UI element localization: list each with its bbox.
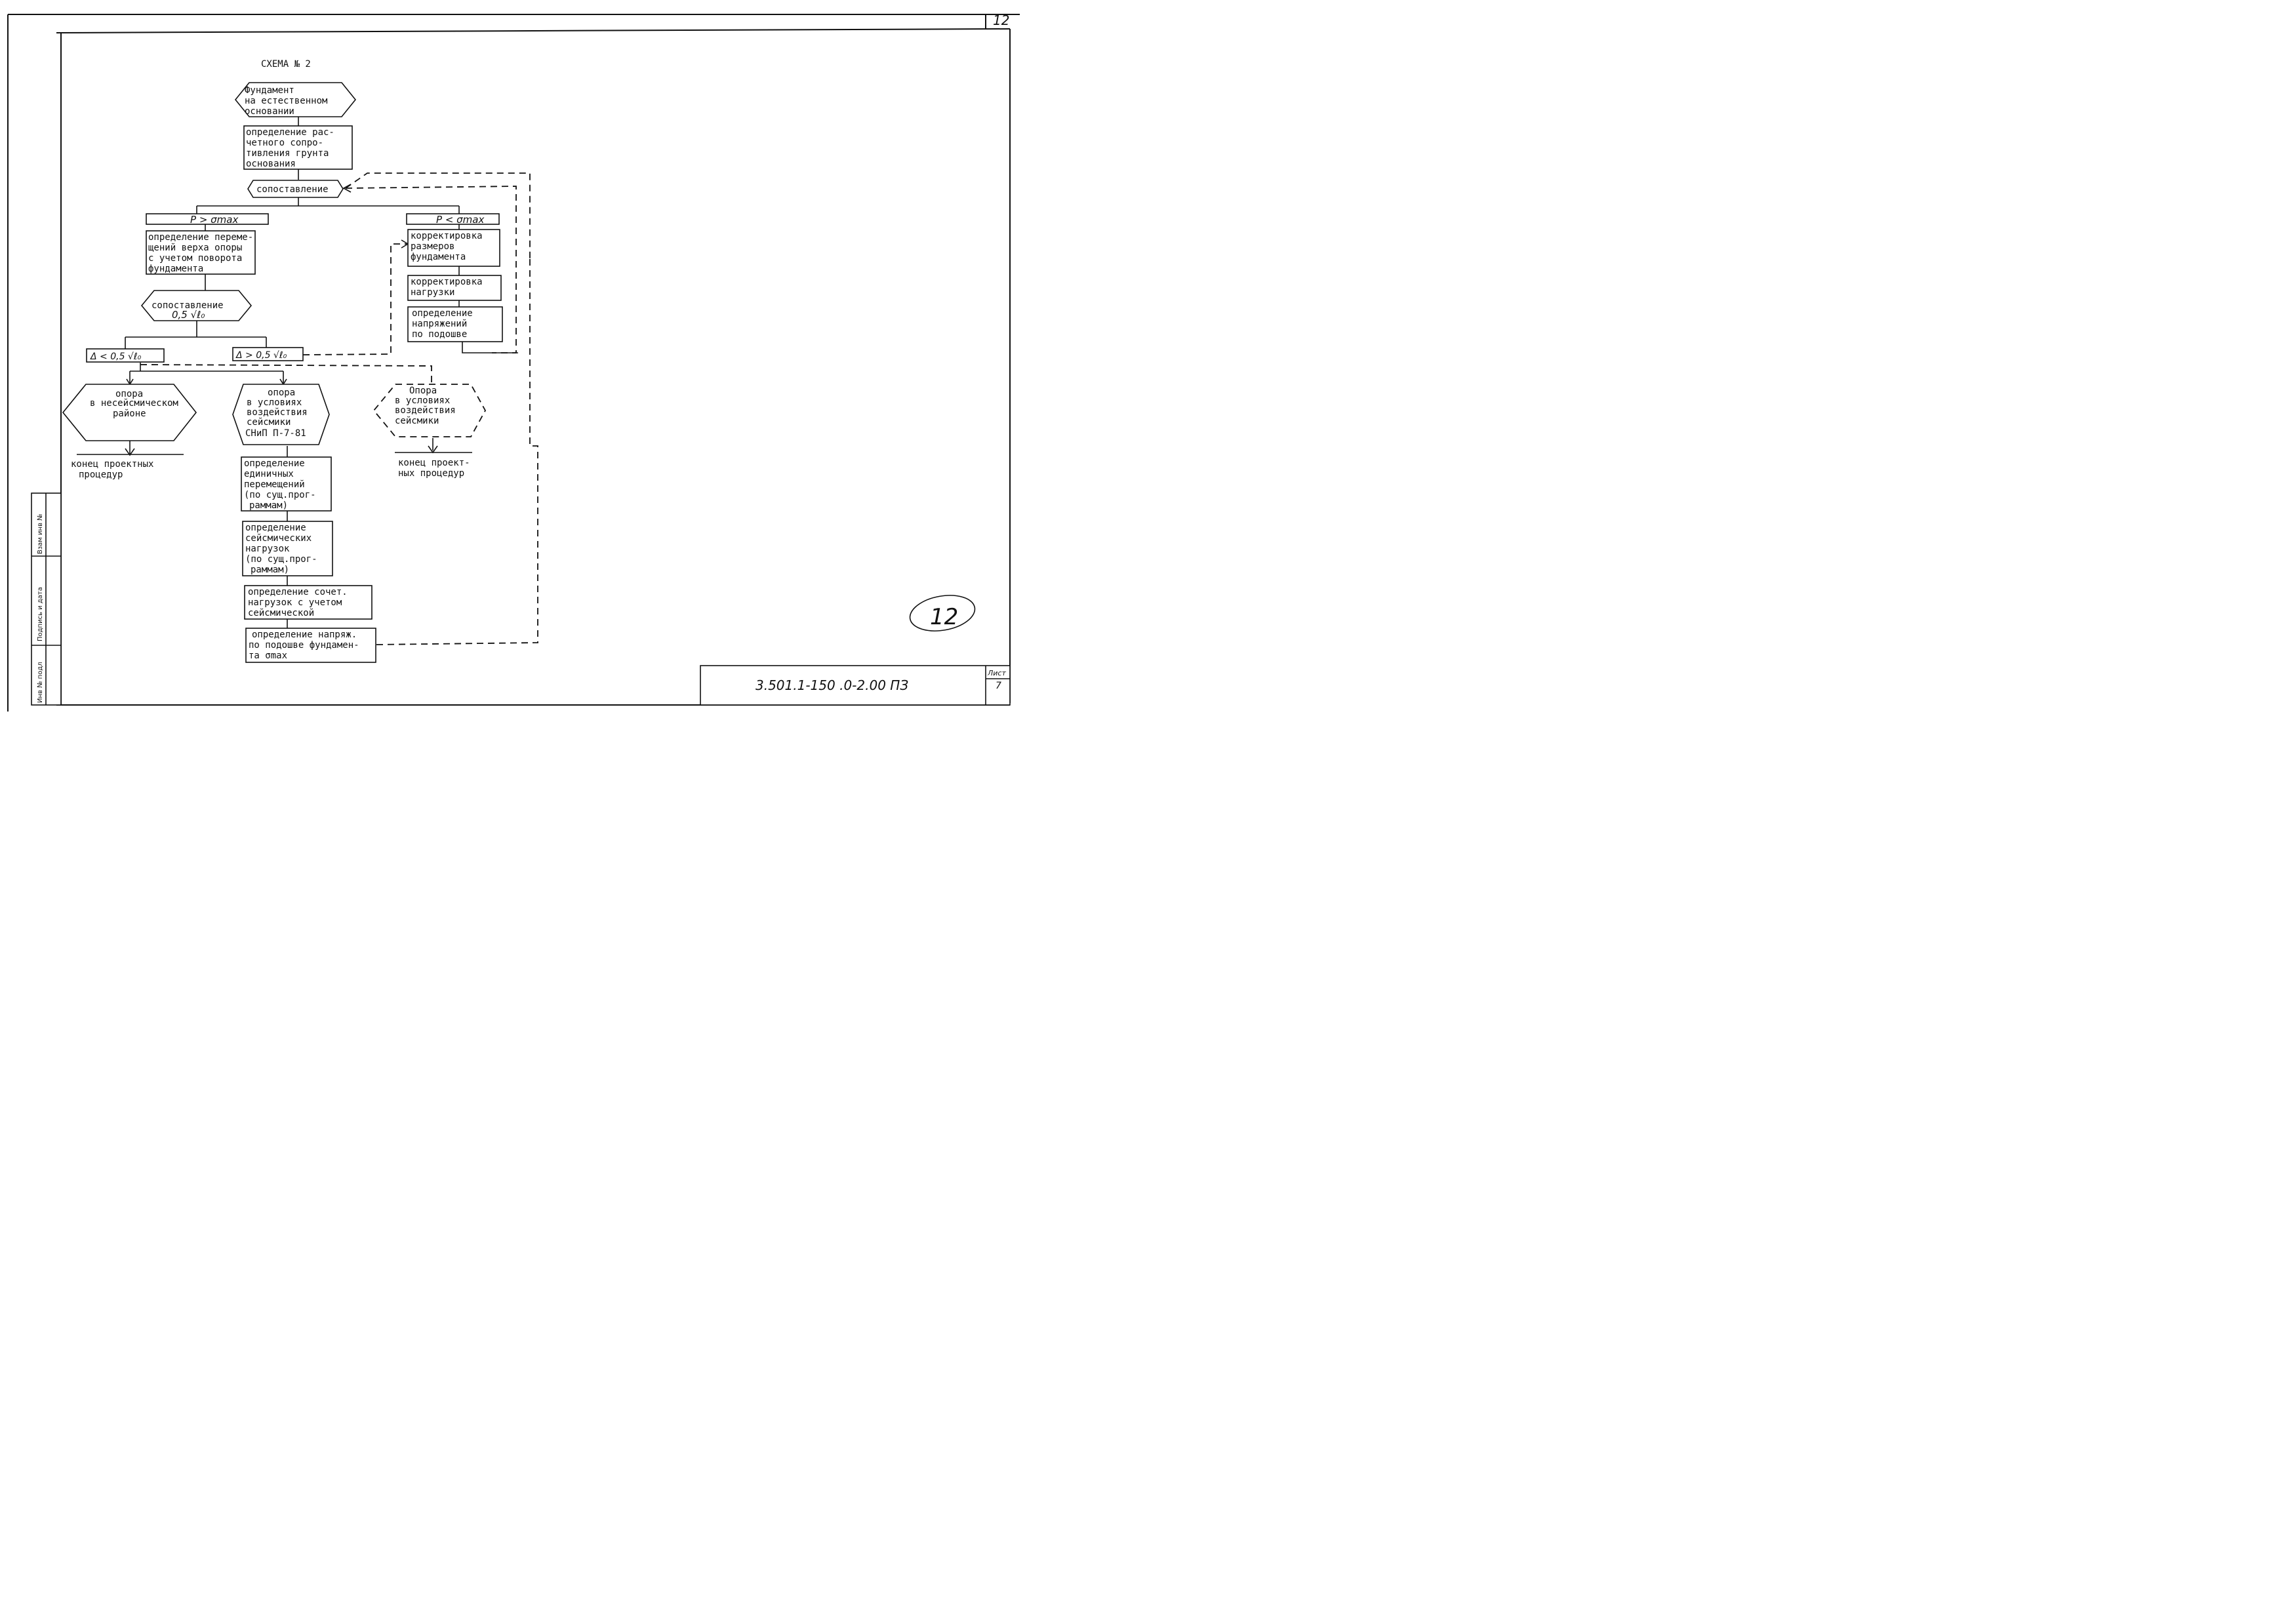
node-seismic-loads-line-5: раммам) <box>251 565 289 575</box>
node-start-line-3: основании <box>245 106 294 117</box>
page-stamp: 12 <box>909 595 976 632</box>
node-load-combo-line-1: определение сочет. <box>248 587 348 597</box>
node-support-nonseismic-line-3: районе <box>113 409 146 419</box>
node-delta-lt-text: Δ < 0,5 √ℓ₀ <box>90 351 142 362</box>
node-seismic-loads-line-1: определение <box>245 523 306 533</box>
node-compare-1: сопоставление <box>247 180 344 198</box>
node-unit-disp-line-3: перемещений <box>244 479 305 490</box>
node-support-seismic-line-3: воздействия <box>395 405 456 416</box>
node-end-1: конец проектных процедур <box>71 459 153 480</box>
node-unit-disp: определение единичных перемещений (по су… <box>241 456 332 512</box>
drawing-sheet: 12 Инв № подл Подпись и дата Взам инв № … <box>7 12 1020 712</box>
node-support-seismic-line-4: сейсмики <box>395 416 439 426</box>
node-cond-gt: P > σmax <box>146 213 269 226</box>
node-support-snip-line-3: воздействия <box>247 407 308 418</box>
node-displacement-line-2: щений верха опоры <box>148 243 242 253</box>
node-displacement: определение переме- щений верха опоры с … <box>146 230 256 275</box>
node-support-seismic: Опора в условиях воздействия сейсмики <box>373 384 487 437</box>
node-end-1-line-2: процедур <box>79 470 123 480</box>
node-cond-lt-text: P < σmax <box>436 214 484 226</box>
node-seismic-loads-line-4: (по сущ.прог- <box>245 554 317 565</box>
dashed-connectors <box>140 172 538 645</box>
node-end-2-line-2: ных процедур <box>398 468 464 479</box>
node-support-seismic-line-1: Опора <box>409 386 437 396</box>
node-support-snip-line-4: сейсмики <box>247 417 291 428</box>
node-support-nonseismic-line-1: опора <box>115 389 143 399</box>
node-stress-final-line-1: определение напряж. <box>252 630 357 640</box>
solid-connectors <box>77 116 518 628</box>
node-seismic-loads-line-3: нагрузок <box>245 544 290 554</box>
node-stress-final-line-2: по подошве фундамен- <box>249 640 359 651</box>
node-load-combo-line-3: сейсмической <box>248 608 314 618</box>
node-delta-lt: Δ < 0,5 √ℓ₀ <box>86 348 165 363</box>
node-correct-load-line-2: нагрузки <box>411 287 454 298</box>
sheet-number: 12 <box>993 12 1009 28</box>
title-block: 3.501.1-150 .0-2.00 ПЗ Лист 7 <box>700 665 1011 706</box>
node-support-snip-line-1: опора <box>268 388 295 398</box>
node-stress-base-line-3: по подошве <box>412 329 467 340</box>
node-correct-load-line-1: корректировка <box>411 277 483 287</box>
sheet-value: 7 <box>996 681 1001 691</box>
node-displacement-line-3: с учетом поворота <box>148 253 242 264</box>
node-displacement-line-4: фундамента <box>148 264 203 274</box>
sheet-frame <box>7 14 1020 712</box>
node-unit-disp-line-4: (по сущ.прог- <box>244 490 316 500</box>
node-compare-2-line-2: 0,5 √ℓ₀ <box>172 309 205 321</box>
node-compare-1-text: сопоставление <box>256 184 329 195</box>
doc-code: 3.501.1-150 .0-2.00 ПЗ <box>755 677 908 693</box>
scheme-title: СХЕМА № 2 <box>261 59 311 70</box>
node-load-combo-line-2: нагрузок с учетом <box>248 597 342 608</box>
node-correct-size: корректировка размеров фундамента <box>407 229 500 267</box>
node-delta-gt-text: Δ > 0,5 √ℓ₀ <box>235 350 287 361</box>
node-resistance-line-4: основания <box>246 159 296 169</box>
node-support-snip-line-2: в условиях <box>247 397 302 408</box>
node-resistance-line-2: четного сопро- <box>246 138 323 148</box>
node-resistance-line-3: тивления грунта <box>246 148 329 159</box>
node-start-line-1: Фундамент <box>245 85 294 96</box>
node-end-2-line-1: конец проект- <box>398 458 470 468</box>
node-stress-base-line-2: напряжений <box>412 319 467 329</box>
side-stamp: Инв № подл Подпись и дата Взам инв № <box>31 492 62 706</box>
node-displacement-line-1: определение переме- <box>148 232 253 243</box>
node-start-line-2: на естественном <box>245 96 328 106</box>
side-stamp-vzam-inv: Взам инв № <box>37 513 44 554</box>
node-stress-final-line-3: та σmax <box>249 651 287 661</box>
node-start: Фундамент на естественном основании <box>234 82 357 117</box>
page-stamp-text: 12 <box>930 604 958 630</box>
node-end-2: конец проект- ных процедур <box>398 458 470 479</box>
node-support-snip-line-5: СНиП П-7-81 <box>245 428 306 439</box>
node-resistance: определение рас- четного сопро- тивления… <box>243 125 353 170</box>
node-correct-size-line-1: корректировка <box>411 231 483 241</box>
node-seismic-loads: определение сейсмических нагрузок (по су… <box>242 521 333 576</box>
node-load-combo: определение сочет. нагрузок с учетом сей… <box>244 585 373 620</box>
node-compare-2: сопоставление 0,5 √ℓ₀ <box>140 290 252 321</box>
node-correct-size-line-2: размеров <box>411 241 454 252</box>
node-unit-disp-line-5: раммам) <box>249 500 288 511</box>
node-support-snip: опора в условиях воздействия сейсмики СН… <box>232 384 330 445</box>
node-end-1-line-1: конец проектных <box>71 459 153 470</box>
node-seismic-loads-line-2: сейсмических <box>245 533 312 544</box>
node-compare-2-line-1: сопоставление <box>151 300 224 311</box>
node-unit-disp-line-1: определение <box>244 458 305 469</box>
node-stress-base: определение напряжений по подошве <box>407 306 503 342</box>
node-support-nonseismic: опора в несейсмическом районе <box>62 384 197 441</box>
node-resistance-line-1: определение рас- <box>246 127 334 138</box>
side-stamp-inv-orig: Инв № подл <box>37 662 44 703</box>
node-stress-base-line-1: определение <box>412 308 473 319</box>
node-delta-gt: Δ > 0,5 √ℓ₀ <box>232 347 304 361</box>
node-correct-load: корректировка нагрузки <box>407 275 502 301</box>
node-support-seismic-line-2: в условиях <box>395 395 450 406</box>
node-correct-size-line-3: фундамента <box>411 252 466 262</box>
node-support-nonseismic-line-2: в несейсмическом <box>90 398 178 409</box>
sheet-label: Лист <box>987 669 1006 677</box>
node-cond-gt-text: P > σmax <box>190 214 238 226</box>
side-stamp-sign-date: Подпись и дата <box>37 587 44 641</box>
node-stress-final: определение напряж. по подошве фундамен-… <box>245 628 376 663</box>
node-unit-disp-line-2: единичных <box>244 469 294 479</box>
node-cond-lt: P < σmax <box>406 213 500 226</box>
